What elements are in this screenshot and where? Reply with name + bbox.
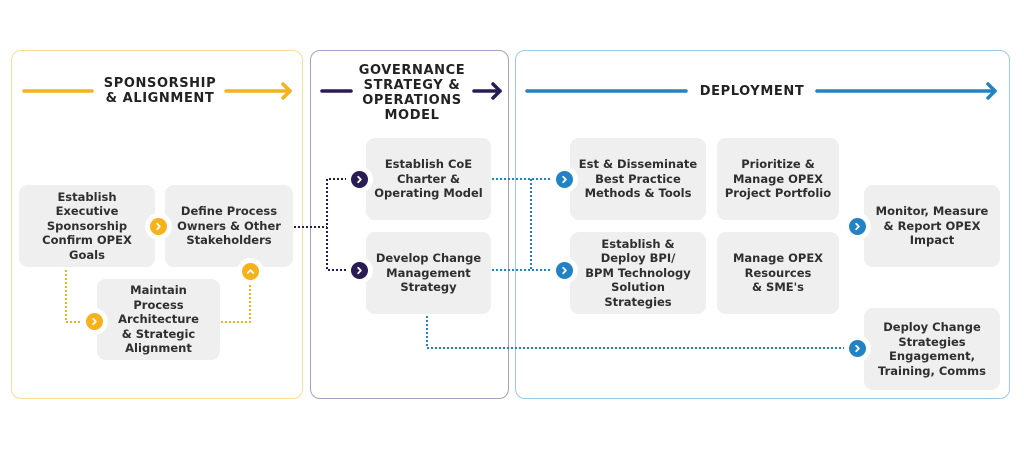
node-best-practice-methods[interactable]: Est & Disseminate Best Practice Methods … bbox=[570, 138, 706, 220]
chevron-right-icon bbox=[351, 171, 368, 188]
chevron-right-icon bbox=[150, 218, 167, 235]
node-monitor-report-impact[interactable]: Monitor, Measure & Report OPEX Impact bbox=[864, 185, 1000, 267]
node-define-process-owners[interactable]: Define Process Owners & Other Stakeholde… bbox=[165, 185, 293, 267]
chevron-up-icon bbox=[242, 263, 259, 280]
chevron-right-icon bbox=[351, 262, 368, 279]
chevron-right-icon bbox=[849, 218, 866, 235]
node-deploy-change-strategies[interactable]: Deploy Change Strategies Engagement, Tra… bbox=[864, 308, 1000, 390]
chevron-right-icon bbox=[556, 171, 573, 188]
chevron-right-icon bbox=[849, 340, 866, 357]
node-maintain-process-architecture[interactable]: Maintain Process Architecture & Strategi… bbox=[97, 279, 220, 360]
node-prioritize-project-portfolio[interactable]: Prioritize & Manage OPEX Project Portfol… bbox=[717, 138, 839, 220]
node-develop-change-management[interactable]: Develop Change Management Strategy bbox=[366, 232, 491, 314]
chevron-right-icon bbox=[556, 262, 573, 279]
deployment-title: DEPLOYMENT bbox=[699, 84, 805, 99]
governance-title: GOVERNANCE STRATEGY & OPERATIONS MODEL bbox=[358, 63, 466, 123]
node-deploy-bpm-technology[interactable]: Establish & Deploy BPI/ BPM Technology S… bbox=[570, 232, 706, 314]
chevron-right-icon bbox=[86, 313, 103, 330]
sponsorship-title: SPONSORSHIP & ALIGNMENT bbox=[103, 76, 217, 106]
node-establish-executive-sponsorship[interactable]: Establish Executive Sponsorship Confirm … bbox=[19, 185, 155, 267]
node-manage-opex-resources[interactable]: Manage OPEX Resources & SME's bbox=[717, 232, 839, 314]
node-establish-coe-charter[interactable]: Establish CoE Charter & Operating Model bbox=[366, 138, 491, 220]
